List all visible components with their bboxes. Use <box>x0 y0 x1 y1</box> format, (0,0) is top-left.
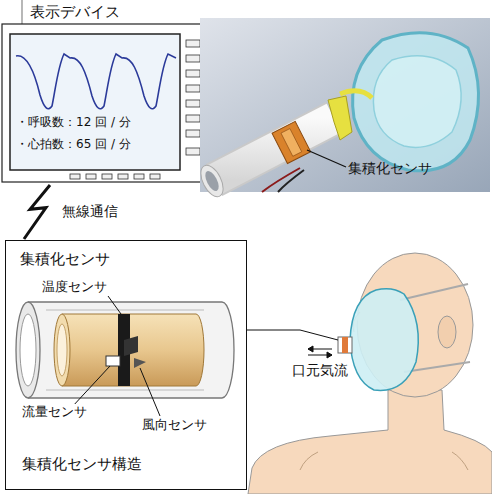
display-device: 表示デバイス・呼吸数：12 回 / 分・心拍数：65 回 / 分 <box>0 0 272 184</box>
sensor-panel: 集積化センサ集積化センサ構造 <box>5 240 247 490</box>
reading-text: ・心拍数：65 回 / 分 <box>16 137 131 151</box>
panel-heading: 集積化センサ <box>20 250 110 268</box>
waveform <box>16 54 176 109</box>
human-figure <box>247 253 492 494</box>
sensor-photo <box>196 18 490 200</box>
edge-label: 無線通信 <box>62 203 118 220</box>
device-title: 表示デバイス <box>30 3 120 21</box>
photo-callout: 集積化センサ <box>348 160 432 177</box>
panel-caption: 集積化センサ構造 <box>22 455 142 473</box>
part-label: 流量センサ <box>20 404 89 420</box>
part-label: 風向センサ <box>140 417 209 433</box>
part-label: 温度センサ <box>40 279 109 295</box>
reading-text: ・呼吸数：12 回 / 分 <box>16 115 131 129</box>
airflow-label: 口元気流 <box>290 362 350 379</box>
wireless-link <box>24 185 50 239</box>
sensor-structure-drawing <box>16 296 234 416</box>
